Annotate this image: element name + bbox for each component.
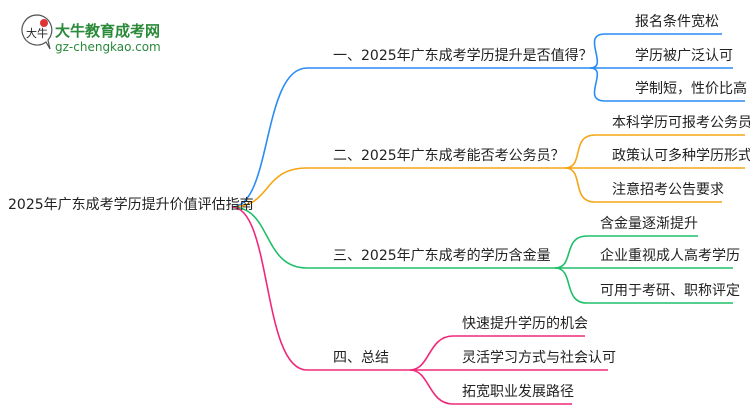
leaf-topic[interactable]: 拓宽职业发展路径 [462, 384, 574, 400]
leaf-connector [554, 235, 698, 269]
logo-url: gz-chengkao.com [55, 40, 161, 54]
leaf-topic[interactable]: 灵活学习方式与社会认可 [462, 350, 616, 366]
leaf-connector [564, 167, 722, 203]
branch-topic[interactable]: 一、2025年广东成考学历提升是否值得？ [333, 48, 593, 64]
leaf-topic[interactable]: 企业重视成人高考学历 [600, 248, 740, 264]
branch-connector [231, 206, 410, 371]
branch-connector [231, 167, 565, 208]
branch-connector [231, 67, 590, 208]
leaf-topic[interactable]: 可用于考研、职称评定 [600, 283, 740, 299]
branch-topic[interactable]: 三、2025年广东成考的学历含金量 [333, 248, 551, 264]
branch-topic[interactable]: 四、总结 [333, 350, 389, 366]
logo: 大牛 [20, 12, 54, 54]
leaf-connector [589, 67, 745, 102]
branch-topic[interactable]: 二、2025年广东成考能否考公务员？ [333, 148, 565, 164]
leaf-topic[interactable]: 政策认可多种学历形式 [612, 148, 750, 164]
svg-text:大牛: 大牛 [26, 26, 48, 40]
leaf-connector [409, 369, 572, 405]
leaf-topic[interactable]: 注意招考公告要求 [612, 182, 724, 198]
leaf-topic[interactable]: 本科学历可报考公务员 [612, 115, 750, 131]
leaf-topic[interactable]: 学制短，性价比高 [635, 81, 747, 97]
leaf-connector [554, 267, 733, 304]
branch-connector [231, 206, 555, 269]
leaf-topic[interactable]: 学历被广泛认可 [635, 48, 733, 64]
leaf-connector [589, 33, 722, 69]
leaf-connector [564, 134, 745, 169]
root-topic[interactable]: 2025年广东成考学历提升价值评估指南 [8, 197, 254, 213]
leaf-topic[interactable]: 含金量逐渐提升 [600, 216, 698, 232]
leaf-connector [409, 335, 585, 371]
logo-title: 大牛教育成考网 [55, 22, 161, 40]
logo-mark-icon: 大牛 [21, 14, 53, 50]
leaf-topic[interactable]: 报名条件宽松 [635, 14, 719, 30]
leaf-topic[interactable]: 快速提升学历的机会 [462, 316, 588, 332]
